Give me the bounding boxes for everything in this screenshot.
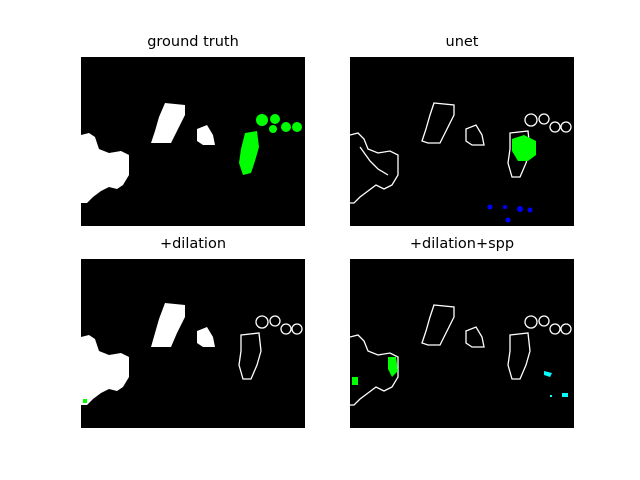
mask-small-blob <box>197 327 215 347</box>
mask-green-flowers <box>239 114 302 175</box>
panel-dilation-spp <box>350 259 574 428</box>
panel-title-ground-truth: ground truth <box>147 34 239 50</box>
mask-green <box>352 357 398 385</box>
mask-green-dot <box>83 399 87 403</box>
panel-title-dilation: +dilation <box>159 236 227 252</box>
mask-green <box>512 135 536 161</box>
mask-middle-blob <box>151 103 185 143</box>
mask-blue <box>487 204 533 223</box>
panel-title-unet: unet <box>445 34 479 50</box>
panel-ground-truth <box>81 57 305 226</box>
edge-outlines <box>350 304 572 406</box>
panel-dilation <box>81 259 305 428</box>
mask-cyan <box>544 371 568 397</box>
segmentation-image-dilation-spp <box>350 304 572 406</box>
mask-small-blob <box>197 125 215 145</box>
edge-outlines <box>350 102 572 204</box>
mask-middle-blob <box>151 303 185 347</box>
mask-left-animal <box>81 335 129 405</box>
mask-left-animal <box>81 133 129 203</box>
segmentation-image-unet <box>350 102 572 223</box>
edge-outlines <box>238 315 303 380</box>
panel-title-dilation-spp: +dilation+spp <box>409 236 515 252</box>
segmentation-image-dilation <box>81 303 303 405</box>
segmentation-image-ground-truth <box>81 103 302 203</box>
panel-unet <box>350 57 574 226</box>
